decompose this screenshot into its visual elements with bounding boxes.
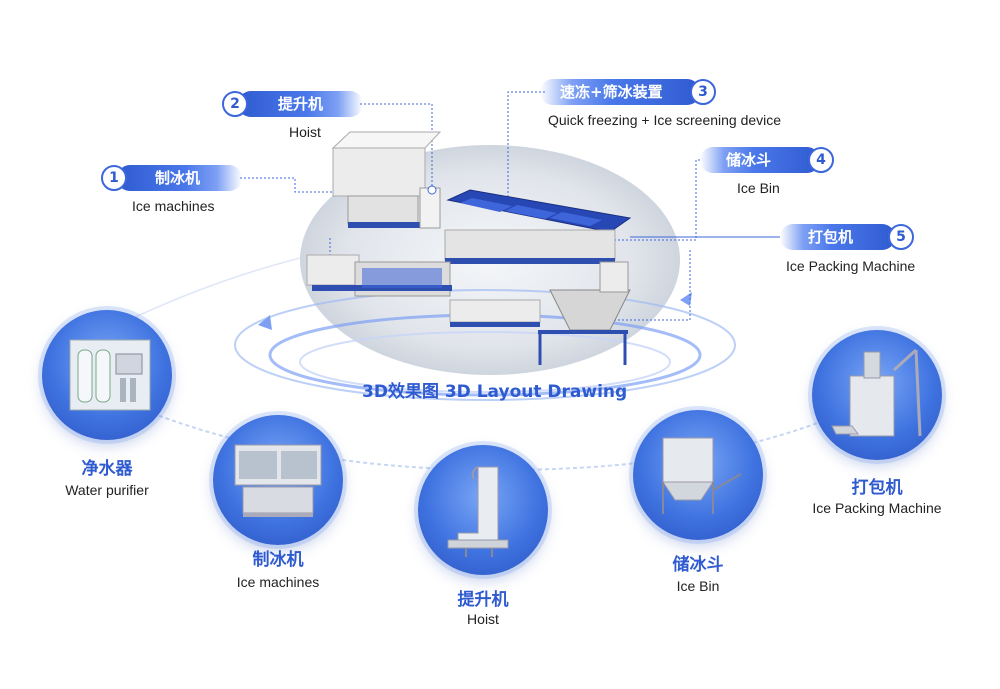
callout-4-en: Ice Bin bbox=[737, 180, 780, 196]
station-hoist bbox=[418, 445, 548, 575]
hoist-icon bbox=[447, 466, 509, 557]
layout-title: 3D效果图 3D Layout Drawing bbox=[362, 382, 628, 402]
callout-2-label: 提升机 bbox=[238, 91, 363, 117]
station-ice-bin-en: Ice Bin bbox=[676, 578, 720, 594]
station-packing-machine bbox=[812, 330, 942, 460]
station-hoist-en: Hoist bbox=[467, 611, 499, 627]
station-ice-bin-cn: 储冰斗 bbox=[672, 555, 724, 575]
callout-5-en: Ice Packing Machine bbox=[786, 258, 916, 274]
callout-1-label: 制冰机 bbox=[117, 165, 242, 191]
station-water-purifier-cn: 净水器 bbox=[81, 459, 133, 479]
callout-5-number: 5 bbox=[888, 224, 914, 250]
station-ice-bin bbox=[633, 410, 763, 540]
station-water-purifier-en: Water purifier bbox=[65, 482, 149, 498]
callout-3-label: 速冻+筛冰装置 bbox=[540, 79, 700, 105]
water-purifier-icon bbox=[69, 339, 151, 411]
station-packing-machine-en: Ice Packing Machine bbox=[812, 500, 942, 516]
station-water-purifier bbox=[42, 310, 172, 440]
ice-machine-icon bbox=[234, 444, 322, 517]
ice-bin-icon bbox=[662, 437, 742, 514]
callout-3-number: 3 bbox=[690, 79, 716, 105]
callout-2-number: 2 bbox=[222, 91, 248, 117]
station-ice-machines bbox=[213, 415, 343, 545]
station-ice-machines-en: Ice machines bbox=[236, 574, 320, 590]
callout-1-en: Ice machines bbox=[132, 198, 215, 214]
station-packing-machine-cn: 打包机 bbox=[851, 478, 903, 498]
callout-4-label: 储冰斗 bbox=[700, 147, 820, 173]
callout-5-label: 打包机 bbox=[780, 224, 895, 250]
callout-4-number: 4 bbox=[808, 147, 834, 173]
station-hoist-cn: 提升机 bbox=[457, 590, 509, 610]
packing-machine-icon bbox=[831, 348, 922, 437]
station-ice-machines-cn: 制冰机 bbox=[252, 550, 304, 570]
callout-1-number: 1 bbox=[101, 165, 127, 191]
callout-2-en: Hoist bbox=[289, 124, 321, 140]
callout-3-en: Quick freezing + Ice screening device bbox=[548, 112, 782, 128]
